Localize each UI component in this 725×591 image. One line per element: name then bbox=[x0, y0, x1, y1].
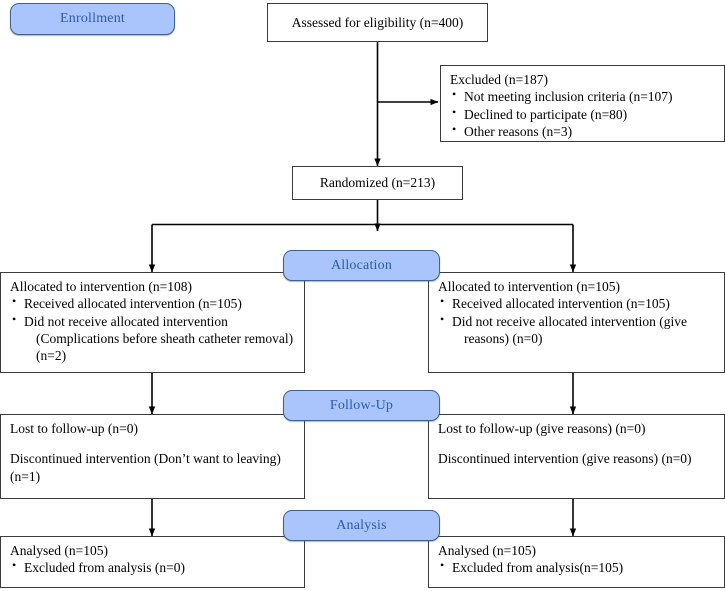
alloc-left-item-continuation: (Complications before sheath catheter re… bbox=[36, 330, 294, 364]
node-assessed-for-eligibility: Assessed for eligibility (n=400) bbox=[267, 3, 488, 42]
list-item: Received allocated intervention (n=105) bbox=[438, 294, 716, 312]
excluded-reason-list: Not meeting inclusion criteria (n=107) D… bbox=[450, 87, 716, 140]
analysis-right-head: Analysed (n=105) bbox=[438, 543, 536, 558]
list-item: Did not receive allocated intervention (… bbox=[10, 312, 296, 365]
alloc-left-item-text: Did not receive allocated intervention bbox=[24, 313, 228, 329]
alloc-left-item-text: Received allocated intervention (n=105) bbox=[24, 296, 242, 312]
excluded-reason-text: Other reasons (n=3) bbox=[464, 123, 573, 139]
stage-label-followup: Follow-Up bbox=[283, 390, 440, 421]
node-followup-left: Lost to follow-up (n=0) Discontinued int… bbox=[0, 414, 305, 499]
alloc-left-head: Allocated to intervention (n=108) bbox=[10, 279, 192, 294]
alloc-right-head: Allocated to intervention (n=105) bbox=[438, 279, 620, 294]
excluded-reason-text: Not meeting inclusion criteria (n=107) bbox=[464, 89, 673, 105]
node-analysed-right: Analysed (n=105) Excluded from analysis(… bbox=[428, 536, 725, 588]
stage-label-analysis: Analysis bbox=[283, 510, 440, 541]
alloc-left-list: Received allocated intervention (n=105) … bbox=[10, 294, 296, 365]
analysis-right-list: Excluded from analysis(n=105) bbox=[438, 558, 716, 576]
list-item: Not meeting inclusion criteria (n=107) bbox=[450, 87, 716, 105]
stage-enrollment-text: Enrollment bbox=[60, 11, 125, 26]
assessed-text: Assessed for eligibility (n=400) bbox=[291, 14, 464, 30]
node-allocated-right: Allocated to intervention (n=105) Receiv… bbox=[428, 272, 725, 373]
list-item: Excluded from analysis(n=105) bbox=[438, 558, 716, 576]
analysis-left-list: Excluded from analysis (n=0) bbox=[10, 558, 296, 576]
stage-label-enrollment: Enrollment bbox=[10, 3, 175, 35]
alloc-right-item-continuation: reasons) (n=0) bbox=[464, 330, 543, 346]
stage-followup-text: Follow-Up bbox=[329, 397, 394, 413]
alloc-right-item-text: Received allocated intervention (n=105) bbox=[452, 296, 670, 312]
stage-label-allocation: Allocation bbox=[283, 250, 440, 281]
node-allocated-left: Allocated to intervention (n=108) Receiv… bbox=[0, 272, 305, 373]
list-item: Did not receive allocated intervention (… bbox=[438, 312, 716, 348]
node-randomized: Randomized (n=213) bbox=[292, 166, 463, 200]
list-item: Received allocated intervention (n=105) bbox=[10, 294, 296, 312]
spacer bbox=[10, 437, 296, 450]
analysis-left-item-text: Excluded from analysis (n=0) bbox=[24, 560, 185, 576]
followup-right-line2: Discontinued intervention (give reasons)… bbox=[438, 451, 692, 467]
analysis-right-item-text: Excluded from analysis(n=105) bbox=[452, 560, 624, 576]
list-item: Declined to participate (n=80) bbox=[450, 105, 716, 123]
stage-allocation-text: Allocation bbox=[330, 257, 393, 273]
randomized-text: Randomized (n=213) bbox=[319, 175, 436, 191]
node-excluded: Excluded (n=187) Not meeting inclusion c… bbox=[440, 65, 725, 142]
followup-left-line1: Lost to follow-up (n=0) bbox=[10, 421, 138, 436]
list-item: Other reasons (n=3) bbox=[450, 122, 716, 140]
stage-analysis-text: Analysis bbox=[336, 517, 387, 533]
alloc-right-item-text: Did not receive allocated intervention (… bbox=[452, 313, 688, 329]
list-item: Excluded from analysis (n=0) bbox=[10, 558, 296, 576]
excluded-reason-text: Declined to participate (n=80) bbox=[464, 106, 628, 122]
followup-right-line1: Lost to follow-up (give reasons) (n=0) bbox=[438, 421, 646, 436]
node-analysed-left: Analysed (n=105) Excluded from analysis … bbox=[0, 536, 305, 588]
followup-left-line2: Discontinued intervention (Don’t want to… bbox=[10, 451, 281, 484]
excluded-head: Excluded (n=187) bbox=[450, 72, 548, 87]
alloc-right-list: Received allocated intervention (n=105) … bbox=[438, 294, 716, 348]
spacer bbox=[438, 437, 716, 450]
node-followup-right: Lost to follow-up (give reasons) (n=0) D… bbox=[428, 414, 725, 499]
analysis-left-head: Analysed (n=105) bbox=[10, 543, 108, 558]
